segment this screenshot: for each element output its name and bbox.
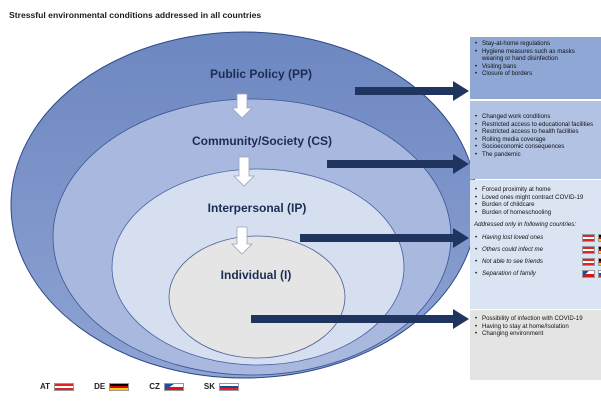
list-item: Having to stay at home/Isolation xyxy=(474,323,601,331)
list-item: Changing environment xyxy=(474,330,601,338)
flag-de-icon xyxy=(598,233,601,242)
figure-title: Stressful environmental conditions addre… xyxy=(9,10,262,20)
list-item: Others could infect me xyxy=(474,244,601,256)
list-item: Possibility of infection with COVID-19 xyxy=(474,315,601,323)
flag-de-icon xyxy=(109,382,130,391)
legend-code: AT xyxy=(40,382,51,391)
list-item: Rolling media coverage xyxy=(474,136,601,144)
country-item-label: Having lost loved ones xyxy=(482,233,544,241)
flag-sk-icon xyxy=(598,269,601,278)
list-item: Hygiene measures such as masks wearing o… xyxy=(474,48,594,63)
country-item-label: Separation of family xyxy=(482,269,536,277)
flag-de-icon xyxy=(598,245,601,254)
list-item: Socioeconomic consequences xyxy=(474,143,601,151)
flag-sk-icon xyxy=(219,382,239,391)
legend-item-cz: CZ xyxy=(149,382,184,391)
country-flags xyxy=(582,245,601,254)
list-item: Not able to see friends xyxy=(474,256,601,268)
flag-at-icon xyxy=(582,233,595,242)
country-item-label: Not able to see friends xyxy=(482,257,543,265)
list-item: Forced proximity at home xyxy=(474,186,601,194)
flag-at-icon xyxy=(582,257,595,266)
level-public-policy: Public Policy (PP) xyxy=(210,67,312,81)
right-arrow-icon xyxy=(300,228,469,248)
country-item-label: Others could infect me xyxy=(482,245,543,253)
right-arrow-icon xyxy=(355,81,469,101)
flag-de-icon xyxy=(598,257,601,266)
list-item: Closure of borders xyxy=(474,70,601,78)
list-item: The pandemic xyxy=(474,151,601,159)
flag-cz-icon xyxy=(163,382,184,391)
level-individual: Individual (I) xyxy=(221,268,292,282)
list-item: Visiting bans xyxy=(474,63,601,71)
legend-item-de: DE xyxy=(94,382,130,391)
right-arrow-icon xyxy=(251,309,469,329)
legend-item-sk: SK xyxy=(204,382,239,391)
legend-code: CZ xyxy=(149,382,160,391)
list-item: Separation of family xyxy=(474,268,601,280)
flag-at-icon xyxy=(54,382,75,391)
list-item: Burden of homeschooling xyxy=(474,209,601,217)
community-panel: Changed work conditions Restricted acces… xyxy=(470,101,601,179)
countries-header: Addressed only in following countries: xyxy=(474,221,576,229)
interpersonal-panel: Forced proximity at home Loved ones migh… xyxy=(470,180,601,309)
legend-code: SK xyxy=(203,382,215,391)
country-flags xyxy=(582,257,601,266)
individual-panel: Possibility of infection with COVID-19 H… xyxy=(470,310,601,380)
level-community: Community/Society (CS) xyxy=(192,134,332,148)
list-item: Restricted access to educational facilit… xyxy=(474,121,601,129)
country-flags xyxy=(582,269,601,278)
individual-ellipse xyxy=(168,235,346,359)
list-item: Having lost loved ones xyxy=(474,232,601,244)
legend-code: DE xyxy=(94,382,106,391)
list-item: Burden of childcare xyxy=(474,201,601,209)
list-item: Restricted access to health facilities xyxy=(474,128,601,136)
flag-cz-icon xyxy=(582,269,595,278)
down-arrow-icon xyxy=(233,156,255,187)
flag-at-icon xyxy=(582,245,595,254)
country-legend: AT DE CZ SK xyxy=(40,382,259,391)
country-flags xyxy=(582,233,601,242)
list-item: Stay-at-home regulations xyxy=(474,40,601,48)
level-interpersonal: Interpersonal (IP) xyxy=(208,201,307,215)
public-policy-panel: Stay-at-home regulations Hygiene measure… xyxy=(470,37,601,99)
down-arrow-icon xyxy=(231,226,253,255)
right-arrow-icon xyxy=(327,154,469,174)
country-specific-list: Having lost loved onesOthers could infec… xyxy=(474,232,601,280)
list-item: Changed work conditions xyxy=(474,113,601,121)
list-item: Loved ones might contract COVID-19 xyxy=(474,194,601,202)
down-arrow-icon xyxy=(231,93,253,119)
legend-item-at: AT xyxy=(40,382,75,391)
